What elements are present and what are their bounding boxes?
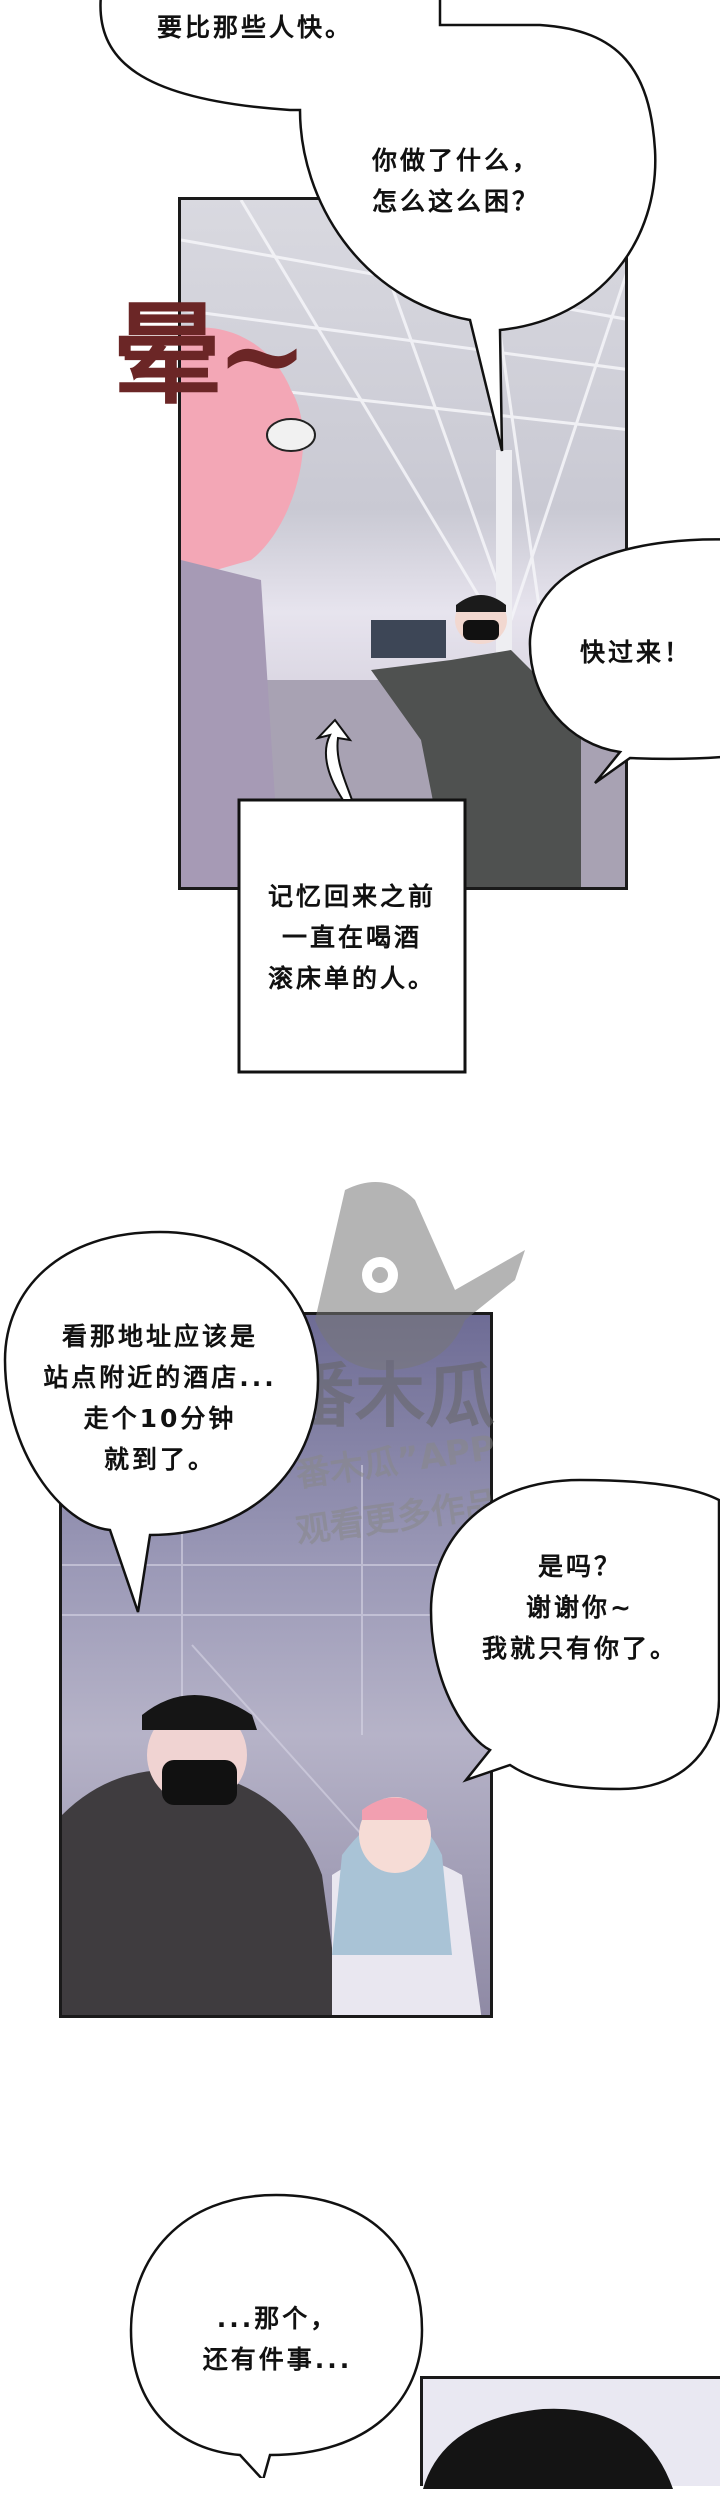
caption-line: 滚床单的人。	[267, 964, 436, 993]
speech-bubble-bottom	[129, 2193, 424, 2478]
watermark: 番木瓜 下载“番木瓜”APP 观看更多作品	[204, 1170, 645, 1580]
bubble-line: 走个10分钟	[83, 1404, 237, 1433]
bubble-text-address: 看那地址应该是 站点附近的酒店... 走个10分钟 就到了。	[10, 1316, 310, 1480]
caption-text: 记忆回来之前 一直在喝酒 滚床单的人。	[244, 876, 460, 999]
caption-line: 记忆回来之前	[267, 882, 436, 911]
bubble-text-thanks: 是吗？ 谢谢你~ 我就只有你了。	[440, 1546, 720, 1669]
bubble-line: ...那个，	[216, 2304, 339, 2333]
station-roof-illustration	[181, 200, 625, 887]
caption-box	[237, 798, 467, 1074]
bubble-line: 看那地址应该是	[61, 1322, 258, 1351]
walking-illustration	[62, 1465, 490, 2015]
bubble-line: 你做了什么，	[372, 146, 541, 175]
caption-line: 一直在喝酒	[281, 923, 422, 952]
speech-bubble-right-2	[429, 1478, 720, 1791]
bubble-text-come-here: 快过来！	[580, 638, 693, 667]
bubble-line: 站点附近的酒店...	[43, 1363, 277, 1392]
dark-hair-illustration	[423, 2408, 673, 2489]
panel-next	[420, 2376, 720, 2489]
bubble-line: 就到了。	[103, 1445, 216, 1474]
bubble-line: 谢谢你~	[526, 1593, 634, 1622]
sfx-dizzy: 晕~	[112, 290, 308, 419]
bubble-text-one-more-thing: ...那个， 还有件事...	[140, 2298, 415, 2380]
bubble-text-top: 要比那些人快。	[157, 13, 354, 42]
bubble-text-question: 你做了什么， 怎么这么困？	[372, 140, 540, 222]
bubble-line: 我就只有你了。	[481, 1634, 678, 1663]
speech-bubble-right	[528, 538, 720, 785]
speech-bubble-top	[99, 0, 657, 452]
bubble-line: 是吗？	[537, 1552, 622, 1581]
bubble-line: 还有件事...	[202, 2345, 353, 2374]
watermark-logo-icon: 番木瓜	[285, 1182, 525, 1437]
watermark-brand: 番木瓜	[285, 1355, 495, 1437]
speech-bubble-left	[3, 1230, 320, 1613]
bubble-line: 怎么这么困？	[372, 187, 541, 216]
